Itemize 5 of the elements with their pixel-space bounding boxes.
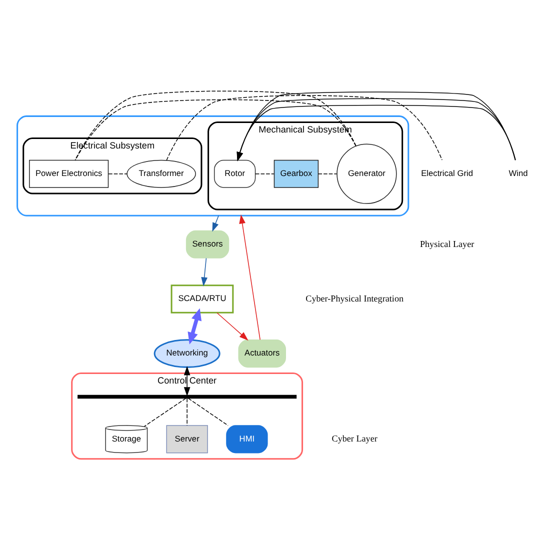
label: Cyber Layer bbox=[332, 433, 378, 444]
node-text: Electrical Grid bbox=[421, 167, 473, 178]
label: Physical Layer bbox=[420, 238, 474, 248]
node-text: Wind bbox=[508, 167, 528, 178]
label: Cyber-Physical Integration bbox=[306, 292, 404, 303]
